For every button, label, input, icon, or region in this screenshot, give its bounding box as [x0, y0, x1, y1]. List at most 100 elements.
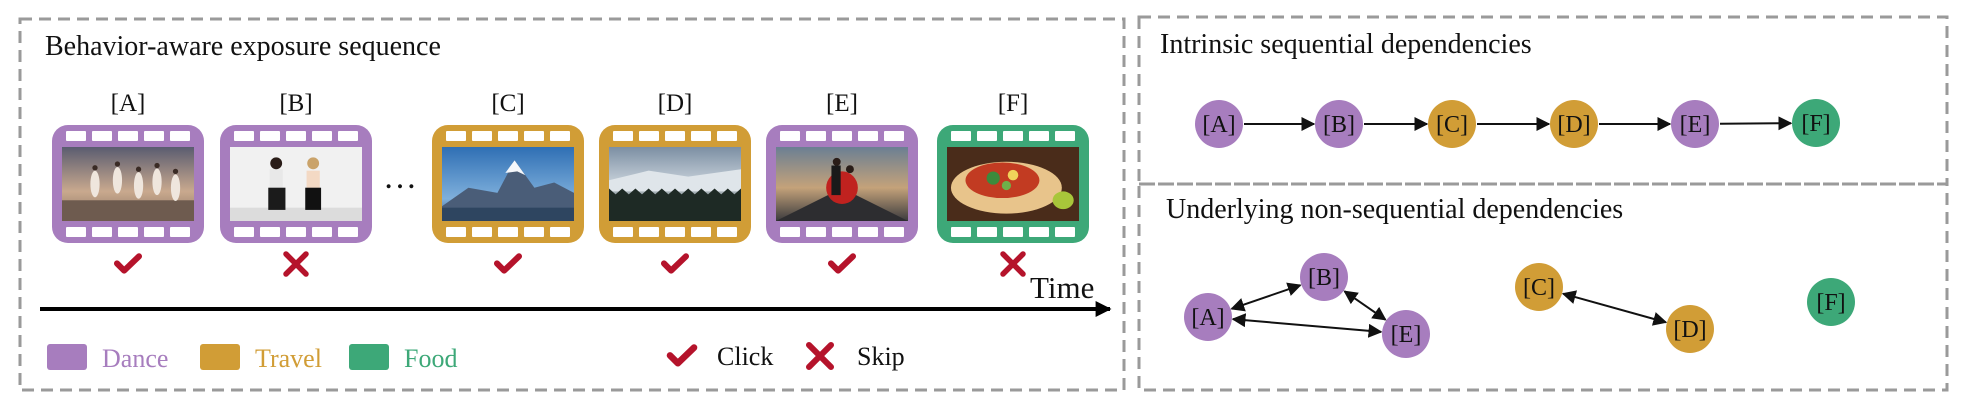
- dancers-photo: [230, 147, 362, 221]
- sprocket-hole: [806, 227, 826, 237]
- node-label: [B]: [1323, 112, 1355, 138]
- node: [B]: [1315, 100, 1363, 148]
- sprocket-hole: [144, 227, 164, 237]
- sprocket-hole: [498, 227, 518, 237]
- left-panel-border: [18, 17, 1126, 392]
- edge: [1231, 313, 1383, 338]
- sprocket-hole: [66, 227, 86, 237]
- sprocket-hole: [639, 227, 659, 237]
- film-label: [A]: [111, 90, 146, 117]
- sprocket-hole: [118, 131, 138, 141]
- sprocket-hole: [312, 227, 332, 237]
- sprocket-hole: [951, 131, 971, 141]
- sprocket-hole: [118, 227, 138, 237]
- sprocket-hole: [858, 131, 878, 141]
- sprocket-hole: [446, 227, 466, 237]
- time-label: Time: [1030, 270, 1094, 305]
- film-item: [A]: [52, 90, 204, 274]
- sprocket-hole: [639, 131, 659, 141]
- sprocket-hole: [260, 131, 280, 141]
- sprocket-hole: [92, 131, 112, 141]
- sprocket-hole: [66, 131, 86, 141]
- road-dance-photo: [776, 147, 908, 221]
- node-label: [C]: [1436, 112, 1468, 138]
- check-icon: [666, 344, 698, 367]
- check-icon: [493, 253, 523, 274]
- sprocket-hole: [170, 227, 190, 237]
- sprocket-hole: [691, 227, 711, 237]
- film-label: [E]: [826, 90, 858, 117]
- forest-mist-photo: [609, 147, 741, 221]
- film-label: [D]: [658, 90, 693, 117]
- node-circle: [1315, 100, 1363, 148]
- node-label: [D]: [1557, 112, 1590, 138]
- ballet-photo: [62, 147, 194, 221]
- exposure-sequence: [A][B][C][D][E][F]: [52, 90, 1089, 277]
- sprocket-hole: [260, 227, 280, 237]
- sprocket-hole: [1029, 227, 1049, 237]
- sprocket-hole: [312, 131, 332, 141]
- sequential-graph: [A] [B] [C] [D] [E] [F]: [1195, 99, 1840, 148]
- node: [B]: [1300, 253, 1348, 301]
- film-item: [D]: [599, 90, 751, 274]
- sprocket-hole: [951, 227, 971, 237]
- sprocket-hole: [472, 227, 492, 237]
- sprocket-hole: [524, 131, 544, 141]
- film-item: [E]: [766, 90, 918, 274]
- sprocket-hole: [717, 131, 737, 141]
- cross-icon: [283, 251, 309, 277]
- node-label: [A]: [1191, 305, 1224, 331]
- sprocket-hole: [472, 131, 492, 141]
- edge: [1719, 116, 1793, 131]
- legend-click-label: Click: [717, 342, 773, 371]
- node: [D]: [1666, 305, 1714, 353]
- sprocket-hole: [234, 227, 254, 237]
- edge: [1230, 282, 1302, 312]
- node-label: [F]: [1801, 111, 1830, 137]
- non-sequential-graph: [A][B][E][C][D][F]: [1184, 253, 1855, 358]
- film-item: [F]: [937, 90, 1089, 277]
- sequence-ellipsis: …: [383, 159, 417, 196]
- sprocket-hole: [691, 131, 711, 141]
- sprocket-hole: [1003, 227, 1023, 237]
- node-circle: [1666, 305, 1714, 353]
- check-icon: [113, 253, 143, 274]
- bottom-right-panel-title: Underlying non-sequential dependencies: [1166, 194, 1623, 225]
- sprocket-hole: [1029, 131, 1049, 141]
- sprocket-hole: [665, 131, 685, 141]
- sprocket-hole: [338, 131, 358, 141]
- left-panel-title: Behavior-aware exposure sequence: [45, 31, 441, 62]
- sprocket-hole: [170, 131, 190, 141]
- node: [C]: [1428, 100, 1476, 148]
- node: [F]: [1792, 99, 1840, 147]
- film-label: [C]: [491, 90, 524, 117]
- sprocket-hole: [338, 227, 358, 237]
- sprocket-hole: [806, 131, 826, 141]
- node: [D]: [1550, 100, 1598, 148]
- legend-skip-label: Skip: [857, 342, 905, 371]
- top-right-panel-title: Intrinsic sequential dependencies: [1160, 29, 1532, 60]
- cross-icon: [1000, 251, 1026, 277]
- legend-swatch-dance: [47, 344, 87, 370]
- node-circle: [1792, 99, 1840, 147]
- legend-swatch-food: [349, 344, 389, 370]
- sprocket-hole: [446, 131, 466, 141]
- legend-label-food: Food: [404, 344, 457, 373]
- node-label: [E]: [1680, 112, 1711, 138]
- cross-icon: [805, 341, 835, 371]
- sprocket-hole: [884, 131, 904, 141]
- film-label: [F]: [998, 90, 1029, 117]
- sprocket-hole: [832, 131, 852, 141]
- node: [F]: [1807, 278, 1855, 326]
- node-circle: [1550, 100, 1598, 148]
- sprocket-hole: [498, 131, 518, 141]
- sprocket-hole: [550, 227, 570, 237]
- node-label: [E]: [1391, 322, 1422, 348]
- sprocket-hole: [286, 227, 306, 237]
- node: [E]: [1382, 310, 1430, 358]
- edge: [1561, 290, 1668, 326]
- node-label: [A]: [1202, 112, 1235, 138]
- sprocket-hole: [884, 227, 904, 237]
